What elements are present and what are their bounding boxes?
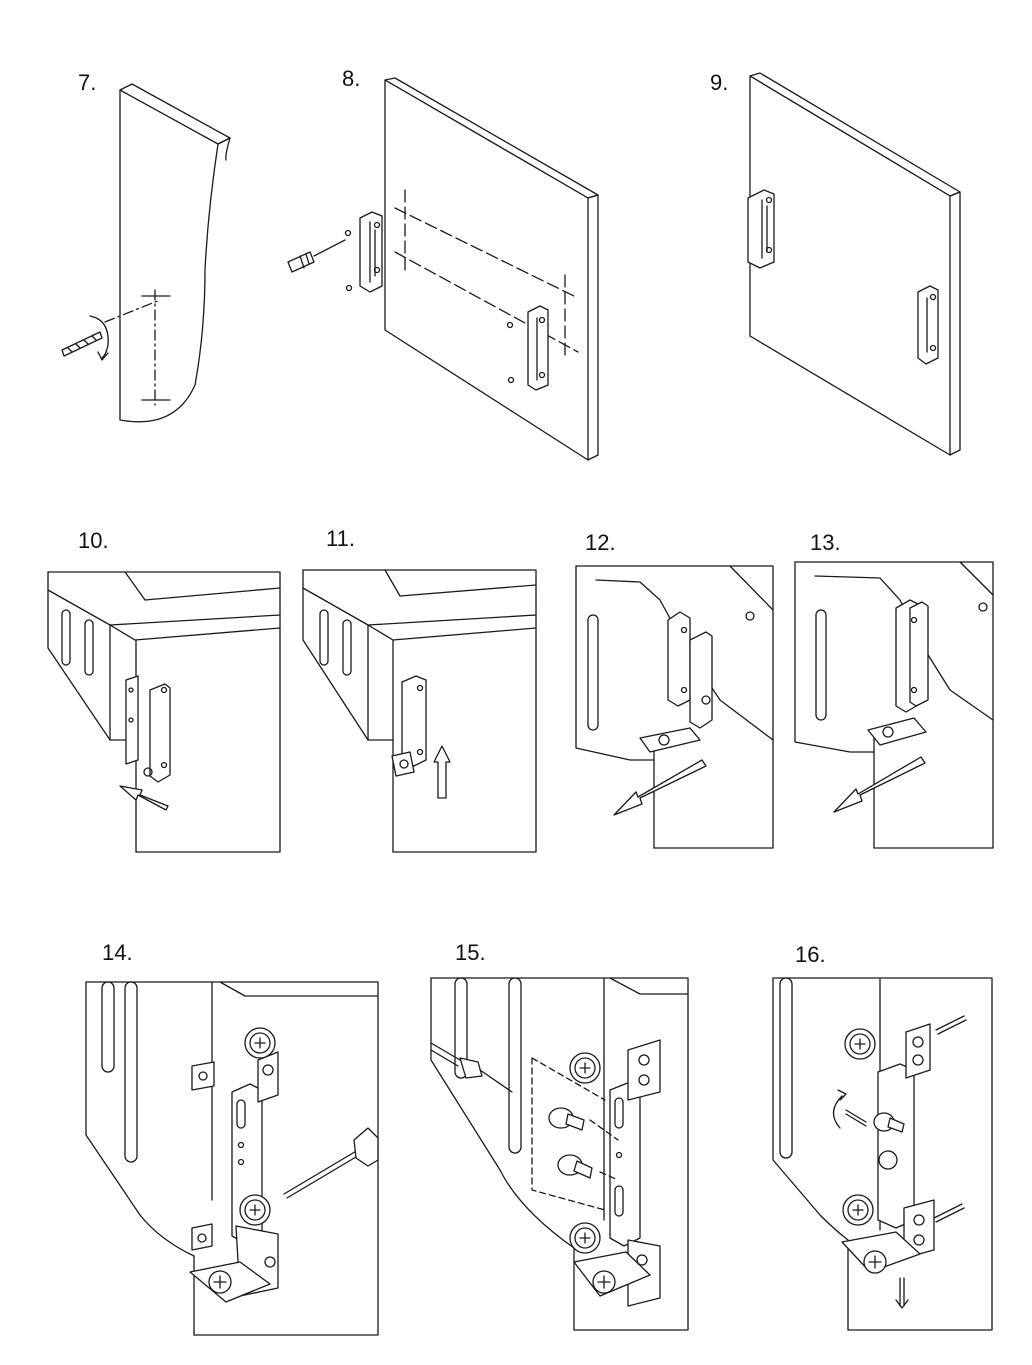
step-12-detail xyxy=(576,566,773,848)
step-9-door-panel xyxy=(748,73,960,455)
step-number-15: 15. xyxy=(455,940,486,965)
step-8-door-panel xyxy=(288,78,598,460)
drill-bit-icon xyxy=(62,332,102,356)
step-13-detail xyxy=(795,562,993,848)
step-number-11: 11. xyxy=(326,526,355,551)
direction-arrow-icon xyxy=(834,757,925,812)
screwdriver-icon xyxy=(288,240,345,272)
hinge-bracket-icon xyxy=(640,612,712,752)
screw-icon xyxy=(192,1062,214,1250)
step-14-detail xyxy=(86,982,378,1335)
hinge-bracket-icon xyxy=(392,676,426,776)
step-number-14: 14. xyxy=(102,940,133,965)
step-7-panel xyxy=(62,84,230,422)
step-10-detail xyxy=(48,572,280,852)
hinge-bracket-icon xyxy=(126,676,170,782)
screw-icon xyxy=(346,231,514,383)
rotate-arrow-icon xyxy=(90,316,108,360)
direction-arrow-icon xyxy=(614,760,706,815)
rotate-arrow-icon xyxy=(833,1090,866,1128)
screwdriver-icon xyxy=(431,1043,512,1092)
screwdriver-icon xyxy=(284,1128,378,1198)
step-number-8: 8. xyxy=(342,66,361,91)
step-number-10: 10. xyxy=(78,528,109,553)
direction-arrow-icon xyxy=(434,746,450,798)
step-16-detail xyxy=(773,978,992,1330)
screw-icon xyxy=(549,1053,600,1253)
step-number-13: 13. xyxy=(810,530,841,555)
direction-arrow-icon xyxy=(120,786,168,810)
hinge-bracket-icon xyxy=(842,1024,934,1273)
hinge-bracket-icon xyxy=(528,306,548,390)
hinge-bracket-icon xyxy=(868,600,928,745)
hinge-bracket-icon xyxy=(190,1052,278,1302)
step-number-12: 12. xyxy=(585,530,616,555)
screw-icon xyxy=(843,1029,904,1225)
step-15-detail xyxy=(431,978,688,1330)
step-number-9: 9. xyxy=(710,70,729,95)
step-number-16: 16. xyxy=(795,942,826,967)
hinge-bracket-icon xyxy=(918,286,938,364)
hinge-bracket-icon xyxy=(574,1040,660,1306)
screw-icon xyxy=(240,1028,275,1225)
hinge-bracket-icon xyxy=(360,212,382,292)
adjust-arrow-icon xyxy=(896,1016,966,1308)
step-11-detail xyxy=(303,570,536,852)
hinge-bracket-icon xyxy=(748,190,774,268)
step-number-7: 7. xyxy=(78,70,97,95)
